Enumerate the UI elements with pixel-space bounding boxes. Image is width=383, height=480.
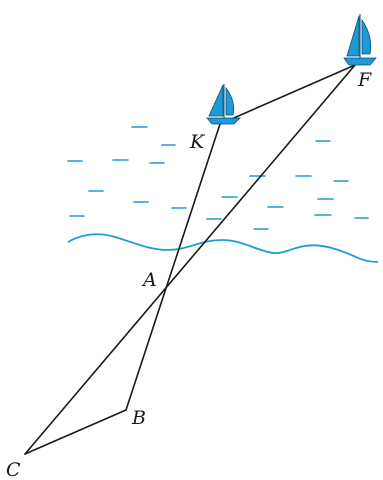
point-label-K: K (189, 131, 206, 153)
sailboat-icon (206, 84, 241, 125)
segment-KF (219, 64, 356, 125)
point-label-A: A (141, 269, 157, 291)
segment-FC (24, 64, 356, 455)
segment-KB (125, 123, 221, 411)
point-label-C: C (6, 459, 21, 480)
point-label-F: F (357, 69, 372, 91)
point-label-B: B (131, 407, 146, 429)
segments (24, 64, 356, 455)
water-dashes (67, 126, 369, 230)
segment-BC (24, 409, 127, 455)
sailboat-icon (343, 14, 377, 66)
shoreline-wave (67, 233, 379, 263)
